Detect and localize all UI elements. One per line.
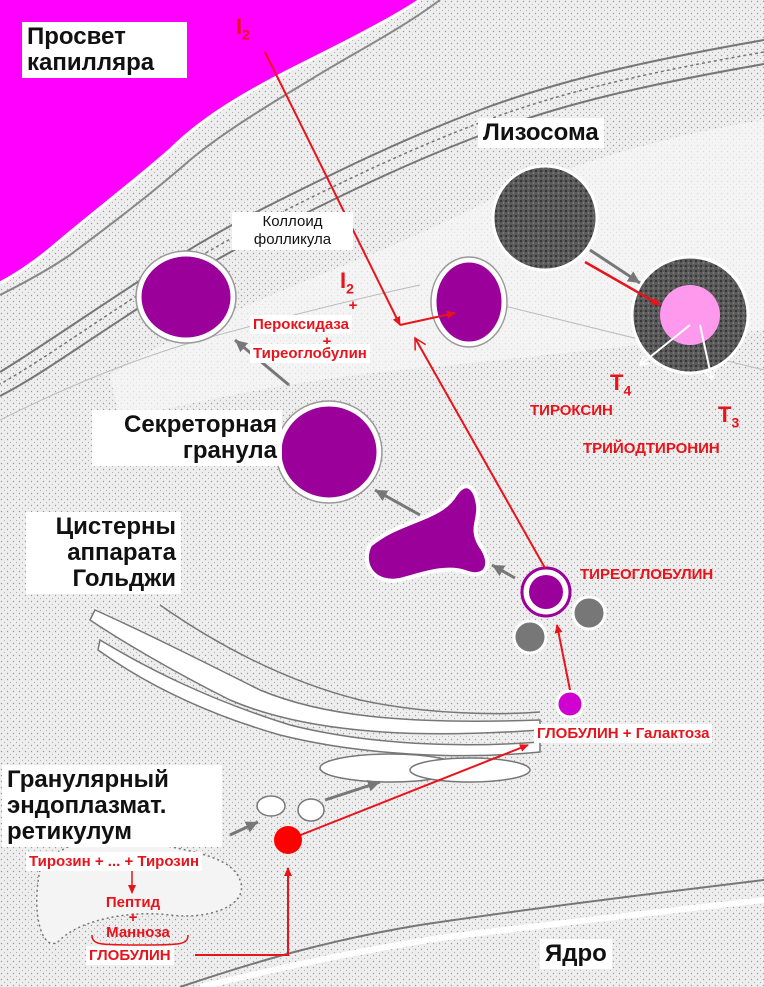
label-peptide: Пептид xyxy=(105,894,161,911)
lysosome-digest xyxy=(660,285,720,345)
granule-exocytosis xyxy=(136,251,236,343)
label-lysosome: Лизосома xyxy=(478,118,604,148)
label-t4: T4 xyxy=(610,370,632,399)
golgi-cisterna-2 xyxy=(97,638,541,757)
label-thyroglobulin-caps: ТИРЕОГЛОБУЛИН xyxy=(580,566,714,583)
label-capillary-lumen: Просвет капилляра xyxy=(22,22,187,78)
label-thyroxine: ТИРОКСИН xyxy=(530,402,613,419)
label-secretory-granule: Секреторная гранула xyxy=(92,410,282,466)
secretory-granule xyxy=(276,401,382,503)
label-globulin-galactose: ГЛОБУЛИН + Галактоза xyxy=(534,724,713,743)
label-colloid: Коллоид фолликула xyxy=(232,212,353,250)
label-plus-3: + xyxy=(128,909,138,926)
label-tyrosine-chain: Тирозин + ... + Тирозин xyxy=(26,852,203,871)
label-er: Гранулярный эндоплазмат. ретикулум xyxy=(2,765,222,847)
endocytosis-vesicle xyxy=(431,257,507,347)
label-plus-2: + xyxy=(322,333,332,350)
label-globulin-bottom: ГЛОБУЛИН xyxy=(86,946,174,965)
label-t3: T3 xyxy=(718,402,740,431)
label-golgi: Цистерны аппарата Гольджи xyxy=(26,512,181,594)
label-thyroglobulin-mid: Тиреоглобулин xyxy=(250,344,370,363)
label-iodine-mid: I2 xyxy=(340,268,354,297)
label-nucleus: Ядро xyxy=(540,939,612,969)
label-plus-1: + xyxy=(348,297,358,314)
globulin-droplet xyxy=(274,826,302,854)
label-iodine-top: I2 xyxy=(236,14,250,43)
golgi-vesicle xyxy=(364,484,490,583)
label-peroxidase: Пероксидаза xyxy=(250,315,352,334)
lysosome-primary xyxy=(491,164,599,272)
label-mannose: Манноза xyxy=(106,924,170,941)
label-triiodothyronine: ТРИЙОДТИРОНИН xyxy=(583,440,720,457)
